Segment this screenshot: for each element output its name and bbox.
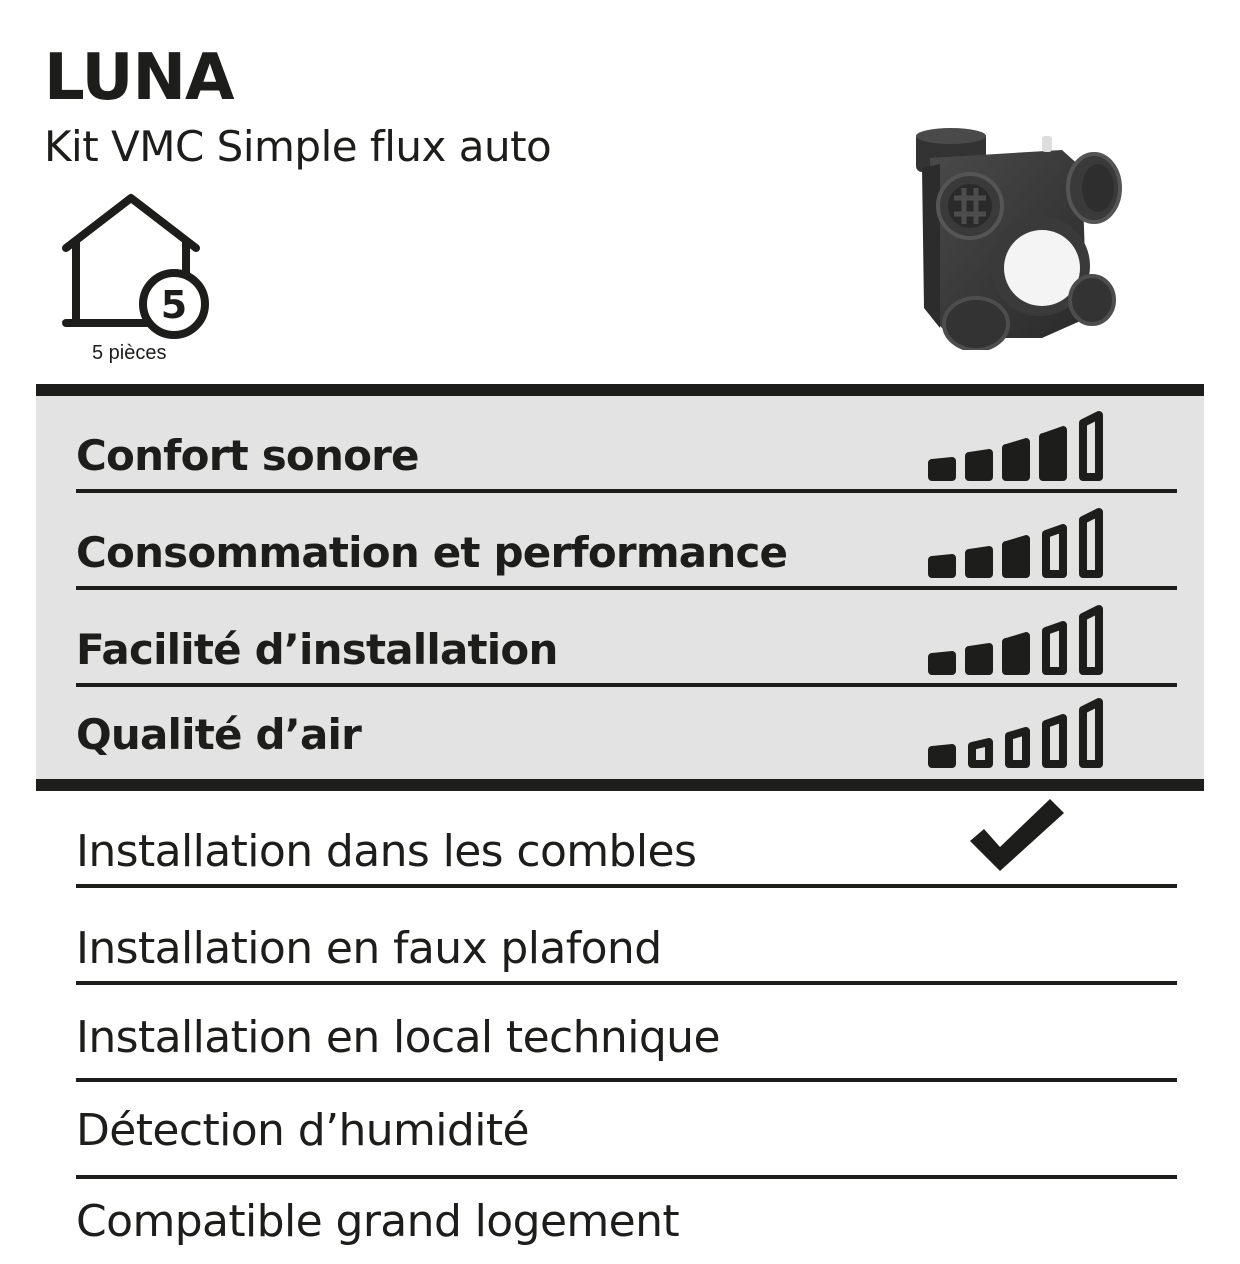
rating-label: Facilité d’installation [76, 625, 558, 674]
product-image [912, 128, 1132, 352]
row-divider [76, 489, 1177, 493]
feature-label: Compatible grand logement [76, 1196, 680, 1247]
checkmark-icon [970, 799, 1064, 871]
signal-bars-icon [928, 605, 1103, 675]
count-circle [139, 269, 209, 339]
rooms-badge: 5 5 pièces [58, 190, 218, 370]
signal-bars-icon [928, 698, 1103, 768]
rating-label: Consommation et performance [76, 528, 788, 577]
rating-row-confort-sonore: Confort sonore [76, 396, 1177, 493]
rating-label: Qualité d’air [76, 710, 362, 759]
feature-row-local-technique: Installation en local technique [76, 985, 1177, 1082]
rooms-count: 5 [161, 283, 187, 327]
feature-label: Installation en faux plafond [76, 923, 662, 974]
rooms-label: 5 pièces [92, 342, 167, 364]
house-icon: 5 [62, 194, 209, 339]
feature-label: Installation en local technique [76, 1012, 721, 1063]
feature-row-faux-plafond: Installation en faux plafond [76, 888, 1177, 985]
row-divider [76, 1175, 1177, 1179]
row-divider [76, 884, 1177, 888]
product-title: LUNA [44, 41, 235, 115]
feature-row-detection-humidite: Détection d’humidité [76, 1082, 1177, 1179]
row-divider [76, 586, 1177, 590]
rating-row-facilite-installation: Facilité d’installation [76, 590, 1177, 687]
feature-label: Installation dans les combles [76, 826, 697, 877]
feature-label: Détection d’humidité [76, 1105, 530, 1156]
feature-row-grand-logement: Compatible grand logement [76, 1179, 1177, 1264]
feature-row-combles: Installation dans les combles [76, 791, 1177, 888]
row-divider [76, 683, 1177, 687]
rating-row-consommation: Consommation et performance [76, 493, 1177, 590]
signal-bars-icon [928, 508, 1103, 578]
rating-label: Confort sonore [76, 431, 420, 480]
rating-row-qualite-air: Qualité d’air [76, 687, 1177, 780]
signal-bars-icon [928, 411, 1103, 481]
vmc-unit-image [916, 128, 1122, 352]
row-divider [76, 981, 1177, 985]
product-subtitle: Kit VMC Simple flux auto [44, 122, 552, 171]
row-divider [76, 1078, 1177, 1082]
